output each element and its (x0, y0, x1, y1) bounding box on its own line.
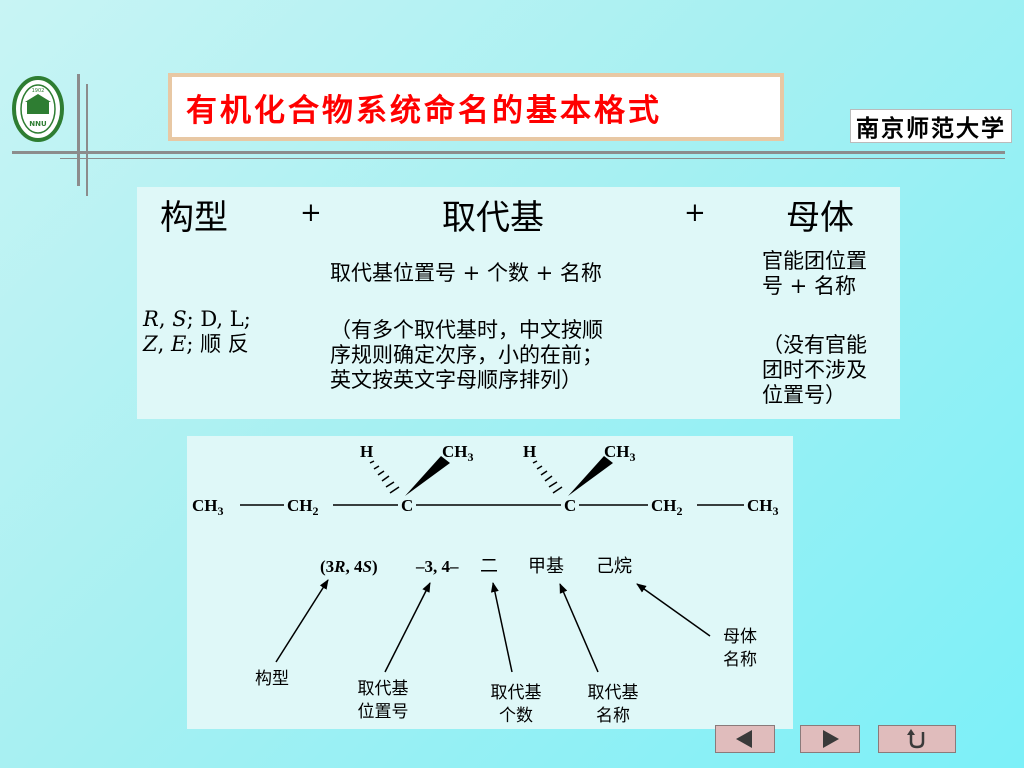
header-configuration: 构型 (160, 198, 228, 238)
return-icon (907, 729, 925, 749)
page-title: 有机化合物系统命名的基本格式 (186, 92, 662, 129)
arrow-parent (636, 583, 711, 637)
callout-parent-line1: 母体 (723, 627, 757, 647)
svg-text:NNU: NNU (29, 120, 47, 128)
config-z: Z (143, 332, 158, 356)
next-icon (823, 730, 839, 748)
hashed-wedge-left (369, 460, 400, 494)
config-sep: , (158, 307, 166, 331)
methyl-left: CH3 (442, 442, 474, 464)
header-horizontal-rule (12, 151, 1005, 154)
callout-count-line2: 个数 (499, 706, 533, 726)
solid-wedge-left (405, 456, 450, 496)
substituent-note-line: （有多个取代基时，中文按顺 (330, 318, 603, 342)
parent-format: 官能团位置 号 + 名称 (762, 249, 867, 299)
chain-ch3-left: CH3 (192, 496, 224, 518)
callout-parent-line2: 名称 (723, 650, 757, 670)
substituent-format: 取代基位置号 + 个数 + 名称 (330, 261, 602, 285)
callout-subname-line2: 名称 (596, 706, 630, 726)
parent-name: 己烷 (596, 556, 632, 577)
callout-locant-line1: 取代基 (358, 679, 409, 699)
university-badge-logo: NNU 1902 (12, 74, 64, 144)
substituent-note: （有多个取代基时，中文按顺 序规则确定次序，小的在前； 英文按英文字母顺序排列） (330, 318, 603, 393)
header-parent: 母体 (786, 198, 854, 238)
chain-ch2-right: CH2 (651, 496, 683, 518)
config-s: S (172, 307, 187, 331)
title-box: 有机化合物系统命名的基本格式 (168, 73, 784, 141)
chain-ch3-right: CH3 (747, 496, 779, 518)
callout-configuration: 构型 (255, 669, 289, 689)
hydrogen-right: H (523, 442, 536, 461)
parent-note-line: 团时不涉及 (762, 358, 867, 382)
arrow-locant (384, 582, 431, 673)
header-vertical-rule (77, 74, 80, 186)
stereo-descriptor: (3R, 4S) (320, 557, 378, 576)
configuration-descriptors: R, S; D, L; Z, E; 顺 反 (143, 307, 251, 357)
header-plus-1: + (300, 198, 322, 228)
parent-note-line: 位置号） (762, 383, 846, 407)
config-sep: , (157, 332, 165, 356)
header-plus-2: + (684, 198, 706, 228)
header-vertical-rule-2 (86, 84, 88, 196)
config-e: E (170, 332, 187, 356)
config-line-2: Z, E; 顺 反 (143, 332, 251, 357)
parent-note-line: （没有官能 (762, 333, 867, 357)
next-slide-button[interactable] (800, 725, 860, 753)
locant-numbers: –3, 4– (415, 557, 459, 576)
chain-c3: C (401, 496, 413, 515)
parent-format-line: 官能团位置 (762, 249, 867, 273)
solid-wedge-right (568, 456, 613, 496)
substituent-count: 二 (480, 556, 498, 577)
parent-format-line: 号 + 名称 (762, 274, 856, 298)
config-rest: ; D, L; (186, 307, 251, 331)
arrow-substituent-name (559, 583, 599, 673)
naming-format-panel (137, 187, 900, 419)
chain-ch2-left: CH2 (287, 496, 319, 518)
svg-text:1902: 1902 (32, 88, 45, 94)
methyl-right: CH3 (604, 442, 636, 464)
chain-c4: C (564, 496, 576, 515)
callout-subname-line1: 取代基 (588, 683, 639, 703)
header-horizontal-rule-2 (60, 158, 1005, 159)
structure-diagram-panel (187, 436, 793, 729)
config-r: R (143, 307, 159, 331)
hydrogen-left: H (360, 442, 373, 461)
header-substituent: 取代基 (442, 198, 544, 238)
arrow-count (490, 582, 513, 673)
config-line-1: R, S; D, L; (143, 307, 251, 332)
callout-locant-line2: 位置号 (358, 702, 409, 722)
university-name-logo: 南京师范大学 (850, 109, 1012, 143)
callout-count-line1: 取代基 (491, 683, 542, 703)
substituent-note-line: 序规则确定次序，小的在前； (330, 343, 603, 367)
arrow-configuration (275, 579, 329, 663)
config-rest: ; 顺 反 (186, 332, 249, 356)
substituent-name: 甲基 (528, 556, 564, 577)
return-button[interactable] (878, 725, 956, 753)
parent-note: （没有官能 团时不涉及 位置号） (762, 333, 867, 408)
hashed-wedge-right (532, 460, 563, 494)
prev-icon (736, 730, 752, 748)
previous-slide-button[interactable] (715, 725, 775, 753)
substituent-note-line: 英文按英文字母顺序排列） (330, 368, 582, 392)
